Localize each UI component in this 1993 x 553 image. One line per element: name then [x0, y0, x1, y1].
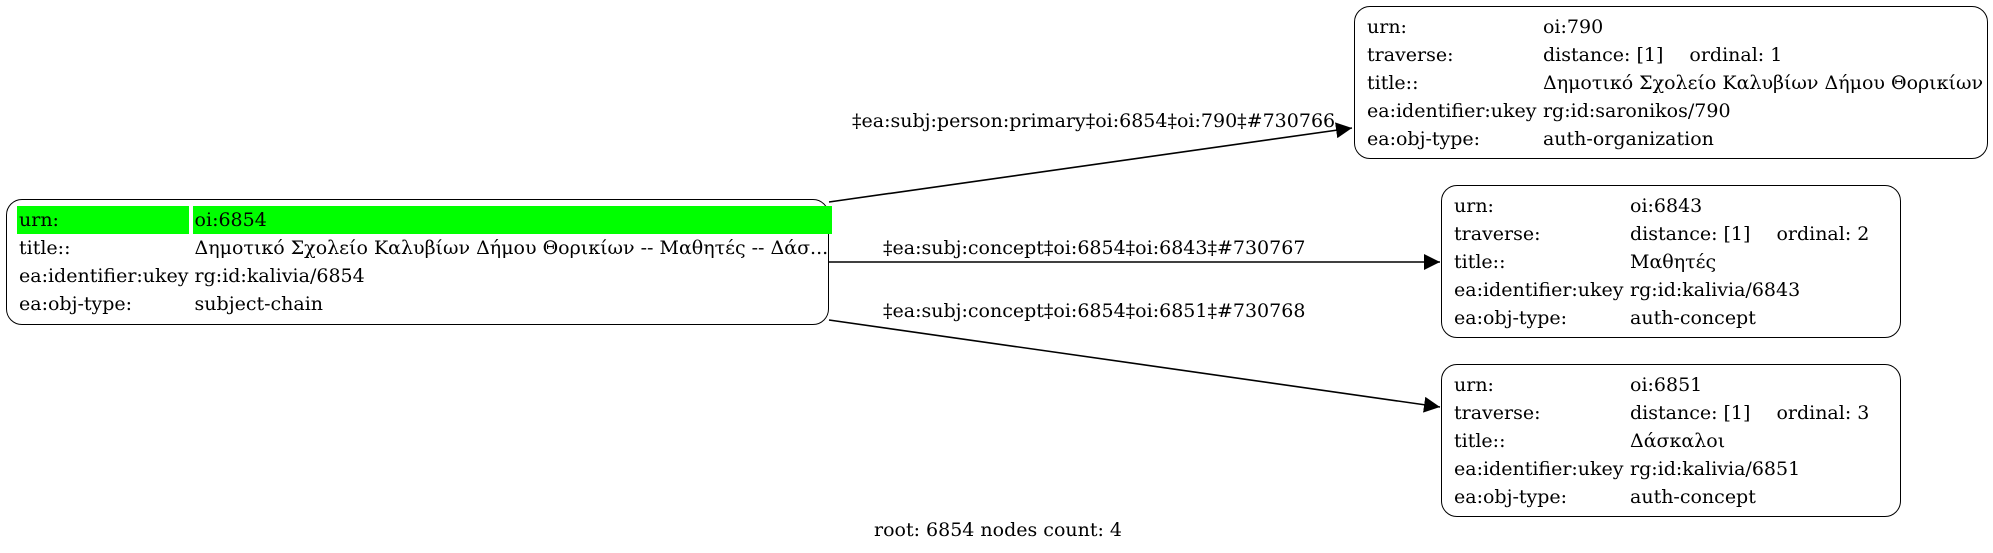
distance-value: distance: [1]	[1542, 44, 1664, 66]
type-value: auth-concept	[1630, 307, 1756, 329]
ukey-key: ea:identifier:ukey	[1454, 279, 1624, 301]
ukey-value: rg:id:kalivia/6851	[1630, 458, 1801, 480]
urn-value: oi:6843	[1630, 195, 1703, 217]
title-key: title::	[1454, 430, 1506, 452]
traverse-key: traverse:	[1454, 223, 1541, 245]
title-key: title::	[1454, 251, 1506, 273]
footer-summary: root: 6854 nodes count: 4	[874, 519, 1123, 541]
row-title: title:: Μαθητές	[1452, 248, 1873, 276]
row-title: title:: Δημοτικό Σχολείο Καλυβίων Δήμου …	[17, 234, 832, 262]
row-ukey: ea:identifier:ukey rg:id:kalivia/6851	[1452, 455, 1873, 483]
row-type: ea:obj-type: auth-concept	[1452, 304, 1873, 332]
ordinal-value: ordinal: 3	[1776, 402, 1870, 424]
row-urn: urn: oi:6843	[1452, 192, 1873, 220]
title-value: Δημοτικό Σχολείο Καλυβίων Δήμου Θορικίων	[1542, 72, 1983, 94]
ukey-key: ea:identifier:ukey	[1454, 458, 1624, 480]
title-value: Δάσκαλοι	[1630, 430, 1726, 452]
row-type: ea:obj-type: auth-organization	[1365, 125, 1987, 153]
edge-label-6843: ‡ea:subj:concept‡oi:6854‡oi:6843‡#730767	[883, 237, 1306, 259]
row-traverse: traverse: distance: [1] ordinal: 3	[1452, 399, 1873, 427]
ukey-key: ea:identifier:ukey	[1367, 100, 1537, 122]
type-key: ea:obj-type:	[1367, 128, 1481, 150]
edge-label-6851: ‡ea:subj:concept‡oi:6854‡oi:6851‡#730768	[883, 300, 1306, 322]
ukey-value: rg:id:kalivia/6843	[1630, 279, 1801, 301]
row-traverse: traverse: distance: [1] ordinal: 2	[1452, 220, 1873, 248]
row-urn: urn: oi:790	[1365, 13, 1987, 41]
distance-value: distance: [1]	[1630, 223, 1751, 245]
ordinal-value: ordinal: 2	[1776, 223, 1870, 245]
urn-value: oi:790	[1542, 16, 1604, 38]
row-urn: urn: oi:6854	[17, 206, 833, 234]
row-urn: urn: oi:6851	[1452, 371, 1873, 399]
node-root[interactable]: urn: oi:6854 title:: Δημοτικό Σχολείο Κα…	[6, 199, 833, 325]
row-ukey: ea:identifier:ukey rg:id:kalivia/6854	[17, 262, 832, 290]
edge-label-790: ‡ea:subj:person:primary‡oi:6854‡oi:790‡#…	[852, 110, 1336, 132]
ukey-value: rg:id:saronikos/790	[1542, 100, 1731, 122]
node-6843[interactable]: urn: oi:6843 traverse: distance: [1] ordi…	[1441, 185, 1901, 338]
ordinal-value: ordinal: 1	[1689, 44, 1783, 66]
type-key: ea:obj-type:	[1454, 307, 1568, 329]
edge-line-790	[828, 122, 1353, 203]
row-title: title:: Δάσκαλοι	[1452, 427, 1873, 455]
urn-key: urn:	[1454, 374, 1494, 396]
row-type: ea:obj-type: subject-chain	[17, 290, 832, 318]
type-key: ea:obj-type:	[19, 293, 133, 315]
urn-key: urn:	[1367, 16, 1407, 38]
title-value: Δημοτικό Σχολείο Καλυβίων Δήμου Θορικίων…	[194, 237, 829, 259]
row-ukey: ea:identifier:ukey rg:id:kalivia/6843	[1452, 276, 1873, 304]
traverse-key: traverse:	[1454, 402, 1541, 424]
urn-value: oi:6851	[1630, 374, 1703, 396]
type-value: auth-organization	[1542, 128, 1714, 150]
distance-value: distance: [1]	[1630, 402, 1751, 424]
urn-value: oi:6854	[192, 206, 833, 234]
urn-key: urn:	[17, 206, 193, 234]
row-title: title:: Δημοτικό Σχολείο Καλυβίων Δήμου …	[1365, 69, 1987, 97]
node-6851[interactable]: urn: oi:6851 traverse: distance: [1] ordi…	[1441, 364, 1901, 517]
title-key: title::	[1367, 72, 1419, 94]
type-key: ea:obj-type:	[1454, 486, 1568, 508]
node-790[interactable]: urn: oi:790 traverse: distance: [1] ordin…	[1354, 6, 1988, 159]
title-value: Μαθητές	[1630, 251, 1717, 273]
ukey-value: rg:id:kalivia/6854	[194, 265, 365, 287]
row-type: ea:obj-type: auth-concept	[1452, 483, 1873, 511]
ukey-key: ea:identifier:ukey	[19, 265, 189, 287]
type-value: subject-chain	[194, 293, 324, 315]
urn-key: urn:	[1454, 195, 1494, 217]
row-traverse: traverse: distance: [1] ordinal: 1	[1365, 41, 1987, 69]
row-ukey: ea:identifier:ukey rg:id:saronikos/790	[1365, 97, 1987, 125]
edge-line-6851	[828, 319, 1441, 413]
title-key: title::	[19, 237, 71, 259]
type-value: auth-concept	[1630, 486, 1756, 508]
traverse-key: traverse:	[1367, 44, 1454, 66]
